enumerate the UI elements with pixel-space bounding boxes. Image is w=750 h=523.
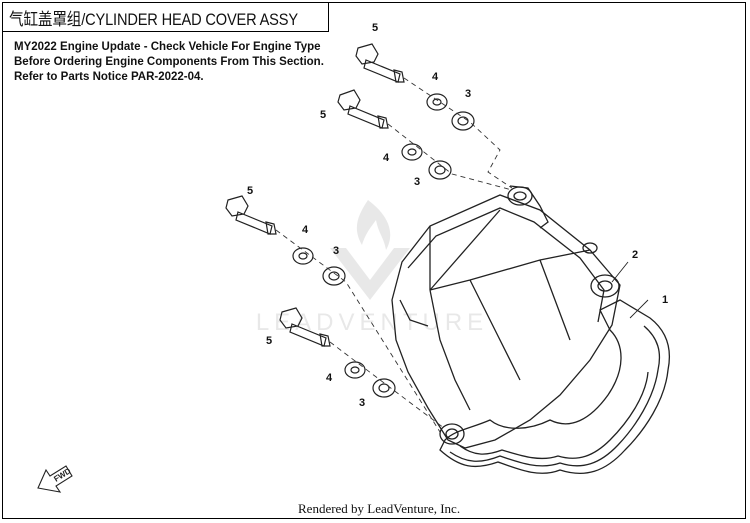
gasket-part[interactable] [439, 299, 671, 474]
callout-3-upper: 3 [414, 176, 420, 188]
engine-update-notice: MY2022 Engine Update - Check Vehicle For… [14, 40, 324, 85]
bolt-part-d [279, 307, 331, 347]
callout-5-middle: 5 [247, 185, 253, 197]
bolt-part-b [337, 89, 389, 129]
seal-part-b [428, 160, 452, 180]
head-cover-part[interactable] [391, 185, 621, 449]
forward-arrow-icon: FWD [37, 465, 73, 493]
callout-5-top: 5 [372, 22, 378, 34]
rendered-by-footer: Rendered by LeadVenture, Inc. [298, 501, 461, 516]
watermark-text: LEADVENTURE [256, 309, 488, 336]
diagram-title-box: 气缸盖罩组/CYLINDER HEAD COVER ASSY [2, 2, 329, 32]
callout-4-middle: 4 [302, 224, 309, 236]
callout-4-upper: 4 [383, 152, 390, 164]
diagram-title: 气缸盖罩组/CYLINDER HEAD COVER ASSY [9, 9, 298, 29]
bolt-part-c [225, 195, 277, 235]
callout-5-upper: 5 [320, 109, 326, 121]
washer-part-d [344, 361, 366, 379]
seal-part-d [372, 378, 396, 398]
washer-part-b [401, 143, 423, 161]
callout-4-top: 4 [432, 71, 439, 83]
callout-3-middle: 3 [333, 245, 339, 257]
assembly-lines [275, 77, 513, 433]
notice-line-3: Refer to Parts Notice PAR-2022-04. [14, 71, 204, 83]
callout-5-lower: 5 [266, 335, 272, 347]
notice-line-1: MY2022 Engine Update - Check Vehicle For… [14, 41, 321, 53]
leadventure-watermark: LEADVENTURE [256, 200, 488, 336]
washer-part-c [292, 247, 314, 265]
callout-3-lower: 3 [359, 397, 365, 409]
washer-part-a [426, 93, 448, 111]
seal-part-a [451, 111, 475, 131]
bolt-part-a [355, 43, 405, 83]
seal-part-c [322, 266, 346, 286]
callout-3-top: 3 [465, 88, 471, 100]
bolt-group-upper[interactable] [337, 89, 452, 180]
bolt-group-lower[interactable] [279, 307, 396, 398]
bolt-group-middle[interactable] [225, 195, 346, 286]
callout-2: 2 [632, 249, 638, 261]
notice-line-2: Before Ordering Engine Components From T… [14, 56, 324, 68]
callout-4-lower: 4 [326, 372, 333, 384]
bolt-group-top[interactable] [355, 43, 475, 131]
callout-1: 1 [662, 294, 668, 306]
leader-lines [611, 261, 649, 319]
